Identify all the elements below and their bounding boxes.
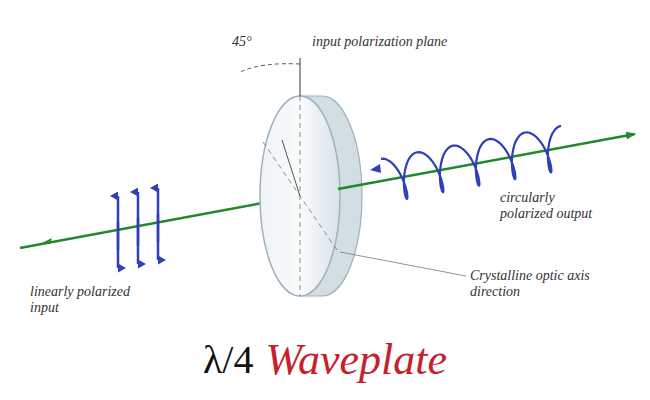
- linear-polarization-arrows: [118, 188, 158, 268]
- waveplate-disc: [260, 96, 362, 296]
- helix-arrow: [370, 164, 381, 173]
- angle-arc: [240, 64, 300, 72]
- beam-arrow: [40, 238, 52, 244]
- axis-label: Crystalline optic axis direction: [470, 268, 600, 300]
- title-fraction: λ/4: [203, 340, 254, 380]
- title-word: Waveplate: [265, 338, 447, 382]
- light-beam: [20, 196, 300, 248]
- input-label: linearly polarized input: [30, 284, 130, 316]
- circular-polarization-helix: [381, 126, 561, 199]
- light-beam: [338, 134, 635, 189]
- output-label: circularly polarized output: [500, 190, 610, 222]
- plane-label: input polarization plane: [312, 34, 447, 50]
- leader-line: [340, 252, 466, 276]
- angle-label: 45°: [232, 34, 252, 50]
